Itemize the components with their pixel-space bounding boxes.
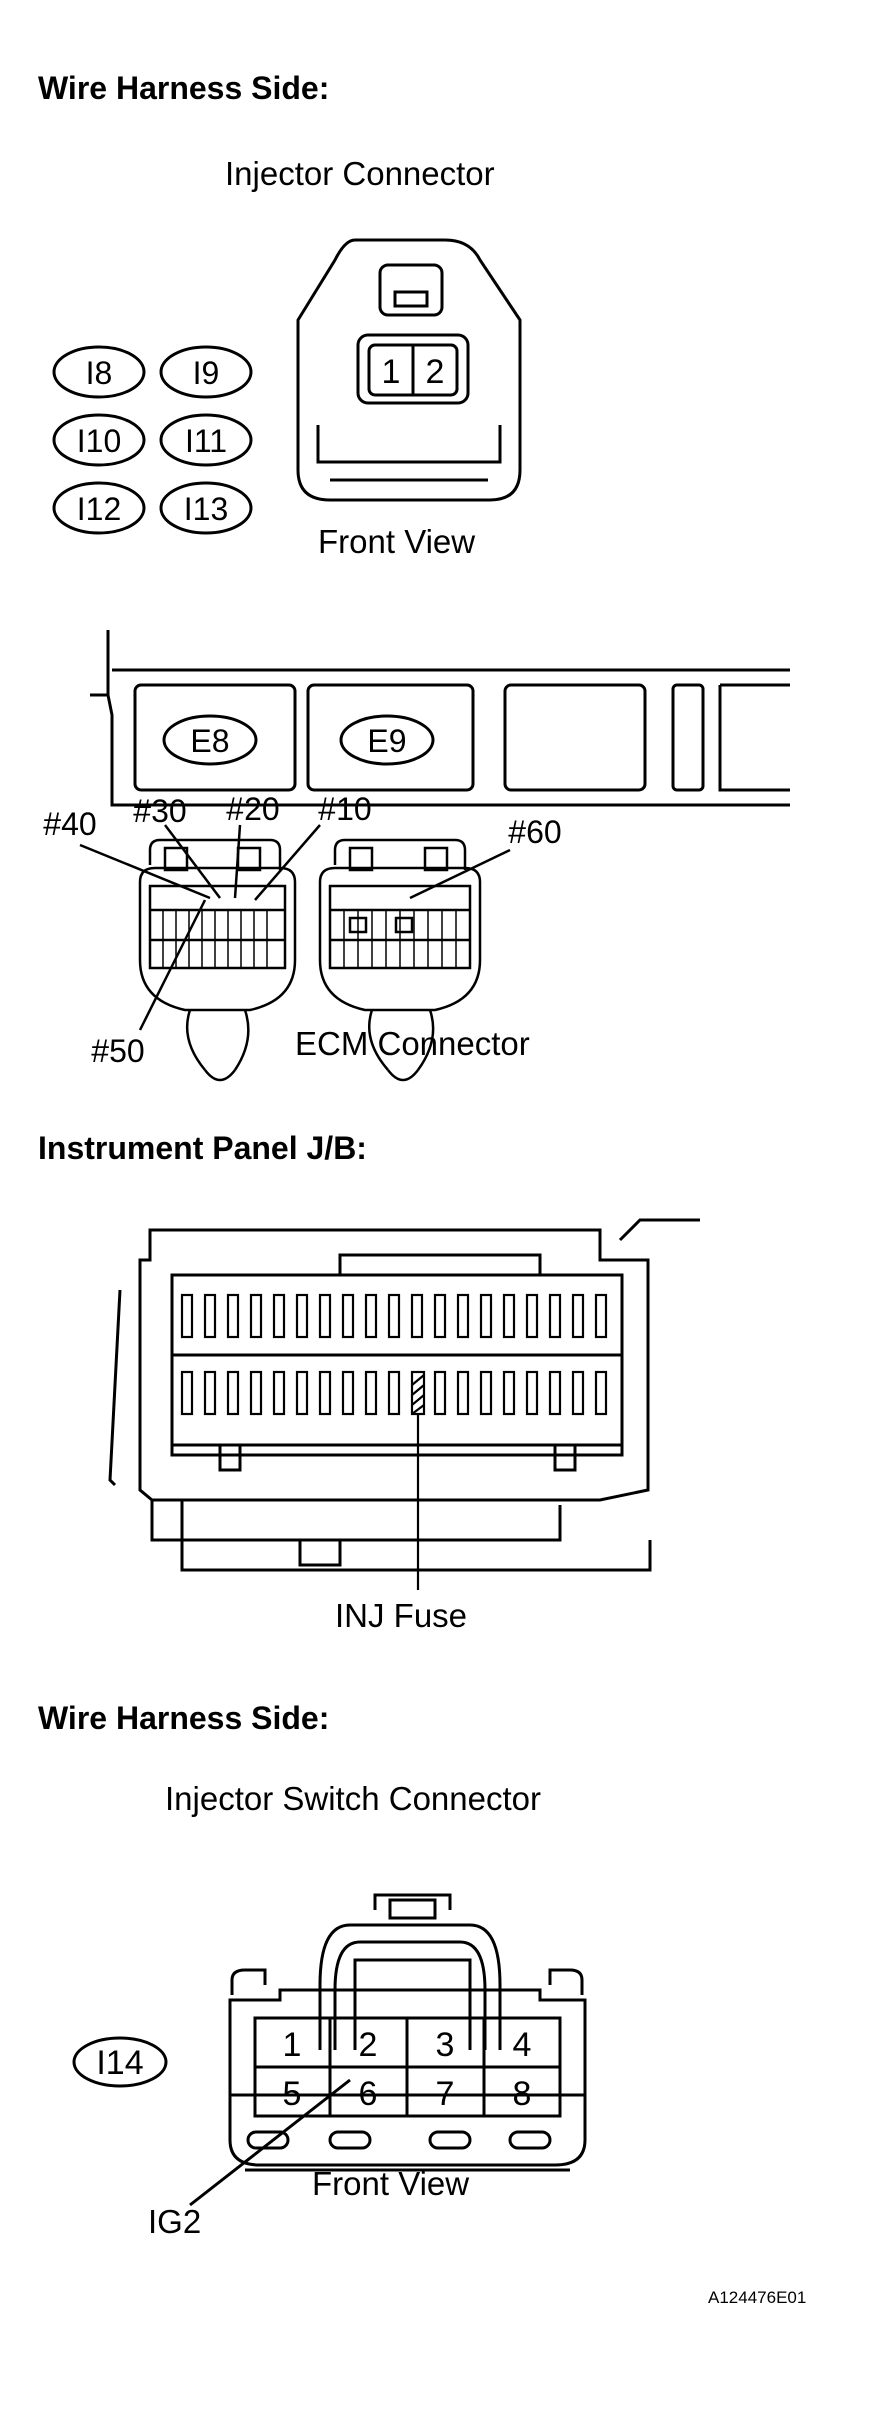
code-i9: I9 (193, 355, 220, 391)
code-i10: I10 (77, 423, 121, 459)
ig2-leader-line (189, 2078, 351, 2207)
code-oval-i12 (52, 481, 146, 535)
switch-connector-body (228, 1893, 587, 2172)
switch-pin-5: 5 (283, 2075, 302, 2113)
ig2-terminal-label: IG2 (148, 2203, 202, 2240)
code-i11: I11 (185, 423, 227, 459)
ecm-panel (90, 630, 790, 807)
code-oval-i14 (72, 2036, 168, 2088)
ecm-connector-figure: E8 E9 (43, 630, 790, 1082)
injector-connector-title: Injector Connector (225, 155, 495, 192)
code-oval-i9 (159, 345, 253, 399)
code-i12: I12 (77, 491, 121, 527)
ecm-pin-label-20: #20 (226, 791, 279, 827)
code-oval-e9 (339, 714, 435, 766)
code-oval-i11 (159, 413, 253, 467)
injector-pin-1: 1 (382, 353, 401, 391)
section-heading-wire-harness-2: Wire Harness Side: (38, 1700, 330, 1736)
fuse-slots-row-2 (180, 1370, 608, 1416)
junction-block-body (108, 1218, 700, 1572)
section-heading-wire-harness: Wire Harness Side: (38, 70, 330, 106)
code-oval-i13 (159, 481, 253, 535)
code-oval-e8 (162, 714, 258, 766)
ecm-pin-label-60: #60 (508, 814, 561, 850)
ecm-pin-label-40: #40 (43, 806, 96, 842)
injector-pin-2: 2 (426, 353, 445, 391)
ecm-connector-title: ECM Connector (295, 1025, 530, 1062)
injector-front-view-label: Front View (318, 523, 476, 560)
ecm-connector-e8 (138, 838, 297, 1082)
switch-pin-3: 3 (436, 2026, 455, 2064)
ecm-pin-label-50: #50 (91, 1033, 144, 1069)
code-oval-i8 (52, 345, 146, 399)
switch-pin-4: 4 (513, 2026, 532, 2064)
switch-pin-1: 1 (283, 2026, 302, 2064)
code-i13: I13 (184, 491, 228, 527)
ecm-pin-label-10: #10 (318, 791, 371, 827)
code-e8: E8 (190, 723, 229, 759)
inj-fuse-slot (410, 1370, 426, 1590)
ecm-pin-label-30: #30 (133, 793, 186, 829)
switch-pin-2: 2 (359, 2026, 378, 2064)
code-i14: I14 (96, 2044, 143, 2082)
junction-block-figure (108, 1218, 700, 1590)
switch-pin-6: 6 (359, 2075, 378, 2113)
inj-fuse-label: INJ Fuse (335, 1597, 468, 1634)
section-heading-instrument-panel: Instrument Panel J/B: (38, 1130, 367, 1166)
injector-code-ovals (52, 345, 253, 535)
switch-pin-8: 8 (513, 2075, 532, 2113)
ecm-connector-e9 (318, 838, 482, 1082)
switch-connector-title: Injector Switch Connector (165, 1780, 542, 1817)
figure-id: A124476E01 (708, 2288, 807, 2307)
switch-front-view-label: Front View (312, 2165, 470, 2202)
code-i8: I8 (86, 355, 113, 391)
code-oval-i10 (52, 413, 146, 467)
switch-pin-7: 7 (436, 2075, 455, 2113)
injector-connector-figure: I8 I9 I10 I11 I12 I13 1 2 (52, 238, 522, 535)
ecm-leader-lines (79, 824, 511, 1031)
code-e9: E9 (367, 723, 406, 759)
injector-connector-body (296, 238, 522, 502)
switch-connector-figure: I14 1 2 3 4 5 6 7 8 (72, 1893, 587, 2207)
fuse-slots-row-1 (180, 1293, 608, 1339)
